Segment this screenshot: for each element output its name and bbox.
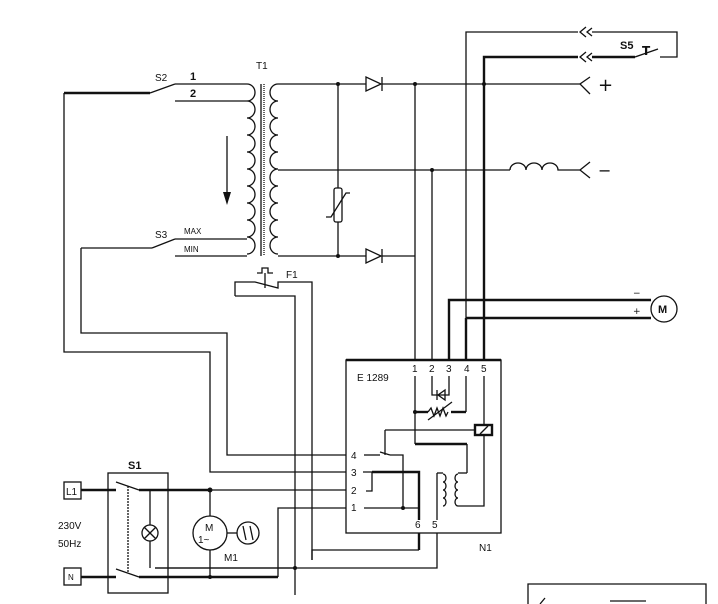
wire-feed-motor: − + M: [447, 289, 678, 360]
pin-top-2: 2: [429, 364, 435, 375]
switch-s2: S2 1 2: [64, 71, 247, 102]
tap-2-label: 2: [190, 88, 196, 100]
tap-min-label: MIN: [184, 245, 199, 254]
switch-s2-contact: [149, 83, 176, 94]
switch-s3-label: S3: [155, 230, 168, 241]
pin-bottom-5: 5: [432, 520, 438, 531]
control-board-n1: E 1289 N1 1 2 3 4 5 4 3 2 1 6 5: [345, 358, 502, 554]
supply-voltage: 230V: [58, 521, 82, 532]
pin-top-5: 5: [481, 364, 487, 375]
switch-s2-label: S2: [155, 73, 168, 84]
supply-terminals: L1 N 230V 50Hz: [58, 481, 116, 586]
fan-motor-phase: 1~: [198, 535, 210, 546]
output-choke: [509, 162, 580, 171]
diode-bottom: [365, 247, 383, 265]
fan-motor-m1: M 1~ M1: [192, 490, 260, 577]
switch-s3-contact: [151, 238, 176, 249]
motor-circle: [650, 295, 678, 323]
pin-left-2: 2: [351, 486, 357, 497]
torch-switch-s5: S5 T: [465, 26, 678, 360]
motor-plus-label: +: [633, 307, 641, 317]
main-switch-label: S1: [128, 460, 141, 472]
fan-motor-label: M1: [224, 553, 238, 564]
fan-icon: [236, 521, 260, 545]
motor-minus-label: −: [633, 289, 641, 299]
tap-max-label: MAX: [184, 227, 202, 236]
pin-top-4: 4: [464, 364, 470, 375]
pin-left-1: 1: [351, 503, 357, 514]
thermal-fuse-f1: F1: [234, 267, 313, 595]
output-terminal-positive: +: [578, 75, 613, 96]
internal-transformer-primary: [442, 473, 447, 507]
switch-s3: S3 MAX MIN: [81, 227, 247, 257]
transformer-t1: T1: [223, 61, 279, 256]
positive-symbol: +: [598, 75, 613, 96]
fuse-label: F1: [286, 270, 298, 281]
tap-1-label: 1: [190, 71, 196, 83]
torch-switch-symbol: T: [642, 44, 651, 58]
fan-motor-symbol: M: [205, 523, 213, 534]
pin-top-1: 1: [412, 364, 418, 375]
internal-diode: [436, 388, 446, 402]
wire-neutral-to-n1-1: [277, 507, 346, 577]
main-switch-box: [107, 472, 169, 594]
pin-top-3: 3: [446, 364, 452, 375]
control-board-box: [345, 359, 502, 534]
main-switch-s1: S1: [107, 460, 169, 594]
negative-symbol: −: [598, 161, 611, 180]
board-label: N1: [479, 543, 492, 554]
wire-s2-to-n1-3: [63, 93, 346, 473]
primary-winding: [246, 83, 256, 255]
relay-contact: [379, 451, 391, 456]
terminal-l1-label: L1: [66, 487, 78, 498]
secondary-winding: [269, 83, 279, 255]
varistor: [333, 187, 343, 223]
supply-frequency: 50Hz: [58, 539, 81, 550]
arrow-head-icon: [223, 192, 231, 205]
pin-left-4: 4: [351, 451, 357, 462]
rectifier: [278, 75, 580, 265]
output-terminal-negative: −: [578, 161, 611, 180]
part-number: E 1289: [357, 373, 389, 384]
wire-s3-to-n1-4: [80, 248, 346, 456]
diode-top: [365, 75, 383, 93]
legend-box: [527, 583, 707, 604]
pin-bottom-6: 6: [415, 520, 421, 531]
motor-symbol: M: [658, 304, 667, 316]
torch-switch-label: S5: [620, 40, 633, 52]
terminal-n-label: N: [68, 573, 74, 582]
pin-left-3: 3: [351, 468, 357, 479]
internal-transformer-secondary: [454, 473, 459, 507]
transformer-label: T1: [256, 61, 268, 72]
